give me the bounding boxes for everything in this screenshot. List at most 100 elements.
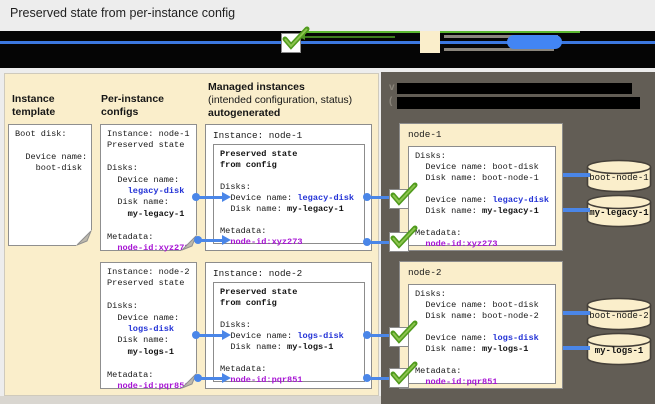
bottom-strip bbox=[0, 396, 381, 404]
device-name-value: logs-disk bbox=[297, 331, 344, 341]
line-text: Disk name: bbox=[415, 344, 483, 354]
connector-arrowhead-icon bbox=[222, 330, 231, 340]
doc-line-blank bbox=[107, 220, 196, 231]
checkbox-checkmark-icon bbox=[389, 225, 418, 252]
box-line: Metadata: bbox=[415, 228, 462, 238]
box-line-metadata: node-id:pqr851 bbox=[220, 375, 364, 386]
connector-dot bbox=[363, 331, 371, 339]
device-name-value: legacy-disk bbox=[492, 195, 550, 205]
doc-line: Disk name: bbox=[107, 197, 169, 208]
connector-line bbox=[367, 195, 395, 199]
disk-label: my-logs-1 bbox=[594, 346, 644, 356]
managed-instance-node-2-box: Instance: node-2 Preserved state from co… bbox=[205, 262, 372, 389]
line-text: Disk name: bbox=[220, 342, 288, 352]
vm-panel-redacted-heading-line1: v bbox=[389, 82, 632, 94]
instance-template-doc: Boot disk: Device name: boot-disk bbox=[8, 124, 92, 246]
node-id-value: node-id:pqr851 bbox=[425, 377, 498, 387]
preserved-state-box: Preserved state from config Disks: Devic… bbox=[213, 144, 365, 247]
per-instance-config-node-2-doc: Instance: node-2 Preserved state Disks: … bbox=[100, 262, 197, 391]
node-id-value: node-id:xyz273 bbox=[425, 239, 498, 249]
box-line: Disk name: boot-node-2 bbox=[415, 311, 539, 321]
connector-arrowhead-icon bbox=[222, 373, 231, 383]
box-line-device: Device name: legacy-disk bbox=[220, 193, 364, 204]
box-line: from config bbox=[220, 160, 277, 170]
disk-label: boot-node-2 bbox=[589, 311, 649, 321]
box-line-metadata: node-id:pqr851 bbox=[415, 377, 555, 388]
doc-line: Device name: bbox=[107, 312, 180, 323]
disk-cylinder-my-legacy-1: my-legacy-1 bbox=[586, 194, 652, 228]
col-header-managed-instances: Managed instances bbox=[208, 81, 305, 93]
legend-gray-bar-icon bbox=[444, 35, 558, 38]
doc-line-node-id: node-id:xyz273 bbox=[107, 242, 190, 253]
disk-name-value: my-logs-1 bbox=[482, 344, 529, 354]
disk-connector-line bbox=[563, 173, 590, 177]
box-line-blank bbox=[415, 355, 555, 366]
doc-line-blank bbox=[107, 358, 196, 369]
managed-instance-node-1-box: Instance: node-1 Preserved state from co… bbox=[205, 124, 372, 251]
vm-detail-box: Disks: Device name: boot-disk Disk name:… bbox=[408, 284, 556, 387]
box-line-blank bbox=[220, 353, 364, 364]
checkbox-checkmark-icon bbox=[389, 361, 418, 388]
line-text: Device name: bbox=[415, 333, 493, 343]
box-line-metadata: node-id:xyz273 bbox=[220, 237, 364, 248]
legend-blue-line-icon bbox=[0, 41, 655, 44]
line-text: Disk name: bbox=[220, 204, 288, 214]
disk-label: my-legacy-1 bbox=[589, 208, 649, 218]
vm-panel-redacted-heading-line2: ( bbox=[389, 96, 640, 109]
box-line-disk: Disk name: my-logs-1 bbox=[415, 344, 555, 355]
connector-dot bbox=[192, 193, 200, 201]
connector-line bbox=[198, 376, 222, 380]
box-line-blank bbox=[220, 171, 364, 182]
box-line-blank bbox=[415, 184, 555, 195]
disk-cylinder-boot-node-2: boot-node-2 bbox=[586, 297, 652, 331]
box-line: Metadata: bbox=[220, 364, 267, 374]
disk-name-value: my-logs-1 bbox=[287, 342, 334, 352]
col-header-managed-instances-sub: (intended configuration, status) bbox=[208, 94, 353, 106]
managed-instance-label: Instance: node-2 bbox=[213, 268, 303, 279]
box-line-disk: Disk name: my-legacy-1 bbox=[415, 206, 555, 217]
doc-line-blank bbox=[107, 152, 196, 163]
box-line: Disk name: boot-node-1 bbox=[415, 173, 539, 183]
per-instance-config-node-1-doc: Instance: node-1 Preserved state Disks: … bbox=[100, 124, 197, 253]
box-line: Disks: bbox=[415, 289, 446, 299]
line-text: Device name: bbox=[220, 193, 298, 203]
redacted-hint-2: ( bbox=[389, 96, 393, 107]
doc-line-device-name: legacy-disk bbox=[107, 185, 185, 196]
vm-node-1-box: node-1 Disks: Device name: boot-disk Dis… bbox=[399, 123, 563, 251]
doc-line: Disk name: bbox=[107, 335, 169, 346]
vm-detail-box: Disks: Device name: boot-disk Disk name:… bbox=[408, 146, 556, 249]
box-line: Disks: bbox=[220, 182, 251, 192]
connector-line bbox=[196, 333, 222, 337]
page-title: Preserved state from per-instance config bbox=[10, 6, 236, 20]
disk-name-value: my-legacy-1 bbox=[482, 206, 539, 216]
col-header-autogenerated: autogenerated bbox=[208, 107, 281, 119]
doc-line-disk-name: my-legacy-1 bbox=[107, 208, 185, 219]
connector-line bbox=[196, 195, 222, 199]
doc-line: Preserved state bbox=[107, 140, 185, 151]
connector-line bbox=[198, 238, 222, 242]
doc-line: Instance: node-1 bbox=[107, 129, 190, 139]
box-line: Disks: bbox=[415, 151, 446, 161]
box-line-blank bbox=[415, 217, 555, 228]
col-header-instance-template: Instance template bbox=[12, 93, 56, 118]
checkbox-checkmark-icon bbox=[389, 320, 418, 347]
doc-line: Disks: bbox=[107, 163, 138, 174]
node-id-value: node-id:pqr851 bbox=[230, 375, 303, 385]
doc-line: Disks: bbox=[107, 301, 138, 312]
doc-line: Preserved state bbox=[107, 278, 185, 289]
disk-cylinder-my-logs-1: my-logs-1 bbox=[586, 332, 652, 366]
doc-line-blank bbox=[107, 290, 196, 301]
checkbox-checkmark-icon bbox=[389, 182, 418, 209]
doc-line: Device name: bbox=[15, 151, 88, 162]
box-line-blank bbox=[220, 309, 364, 320]
box-line: Disks: bbox=[220, 320, 251, 330]
connector-dot bbox=[363, 193, 371, 201]
doc-line: Device name: bbox=[107, 174, 180, 185]
connector-line bbox=[367, 240, 395, 244]
disk-connector-line bbox=[563, 208, 590, 212]
box-line: Preserved state bbox=[220, 149, 298, 159]
box-line-disk: Disk name: my-logs-1 bbox=[220, 342, 364, 353]
box-line-disk: Disk name: my-legacy-1 bbox=[220, 204, 364, 215]
box-line-blank bbox=[220, 215, 364, 226]
